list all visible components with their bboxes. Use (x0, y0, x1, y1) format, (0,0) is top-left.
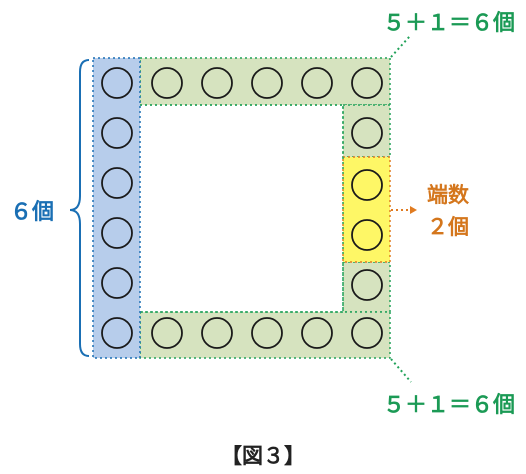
circle (351, 269, 383, 301)
right-green-band-upper (343, 105, 390, 157)
circle (151, 67, 183, 99)
bottom-row-circles (151, 317, 383, 349)
circle (101, 67, 133, 99)
end-leader-arrowhead (410, 206, 417, 214)
figure-caption: 【図３】 (221, 444, 305, 468)
top-leader-line (390, 35, 411, 58)
left-count-label: ６個 (10, 200, 54, 225)
end-label-line1: 端数 (427, 183, 470, 207)
circle (151, 317, 183, 349)
circle (251, 67, 283, 99)
inner-hollow-outline (140, 104, 344, 313)
yellow-remainder-band-outline (342, 156, 391, 263)
circle (301, 67, 333, 99)
left-blue-column (93, 58, 140, 358)
end-label-line2: ２個 (427, 215, 469, 239)
left-column-circles (101, 67, 133, 349)
circle (201, 67, 233, 99)
circle (251, 317, 283, 349)
top-row-circles (151, 67, 383, 99)
yellow-circle (351, 169, 383, 201)
yellow-circle (351, 219, 383, 251)
circle (201, 317, 233, 349)
right-green-band-upper-outline (342, 104, 391, 158)
bottom-equation-label: ５＋１＝６個 (383, 393, 515, 418)
right-column-circles (351, 117, 383, 301)
circle (101, 117, 133, 149)
circle (101, 267, 133, 299)
bottom-leader-line (390, 358, 412, 383)
bottom-green-band-outline (139, 311, 391, 359)
circle (351, 117, 383, 149)
circle (351, 67, 383, 99)
left-blue-column-outline (92, 57, 141, 359)
circle (301, 317, 333, 349)
circle (101, 317, 133, 349)
left-curly-brace (69, 59, 90, 357)
circle (101, 217, 133, 249)
circle (101, 167, 133, 199)
circle (351, 317, 383, 349)
top-equation-label: ５＋１＝６個 (383, 11, 515, 36)
top-green-band (93, 58, 390, 105)
